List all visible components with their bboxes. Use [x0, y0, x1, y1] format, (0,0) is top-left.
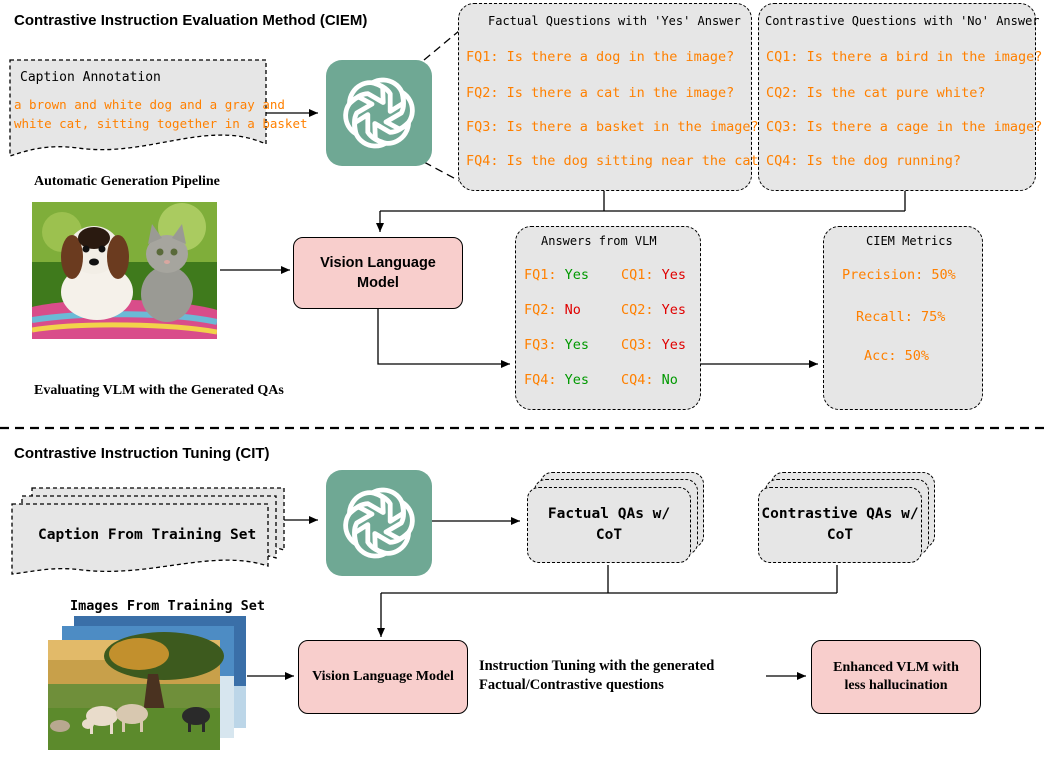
answer-row-3: FQ3: Yes: [524, 337, 590, 353]
caption-annotation-text-line1: a brown and white dog and a gray and: [14, 97, 285, 112]
cit-vlm-label: Vision Language Model: [312, 669, 454, 684]
answers-header: Answers from VLM: [541, 234, 657, 248]
openai-logo-icon: [326, 470, 432, 576]
answer-row-4-contrastive: CQ4: No: [621, 372, 678, 388]
metric-acc: Acc: 50%: [864, 348, 930, 364]
contrastive-questions-box: [758, 3, 1036, 191]
answer-row-1-contrastive: CQ1: Yes: [621, 267, 687, 283]
evaluating-vlm-label: Evaluating VLM with the Generated QAs: [34, 383, 284, 398]
openai-logo-icon: [326, 60, 432, 166]
answer-row-4: FQ4: Yes: [524, 372, 590, 388]
instruction-tuning-line2: Factual/Contrastive questions: [479, 677, 664, 693]
contrastive-qas-box: Contrastive QAs w/ CoT: [758, 487, 922, 563]
contrastive-questions-header: Contrastive Questions with 'No' Answer: [765, 14, 1040, 28]
caption-annotation-shape: [9, 59, 267, 157]
instruction-tuning-label: Instruction Tuning with the generated Fa…: [479, 657, 714, 695]
answer-row-3-contrastive: CQ3: Yes: [621, 337, 687, 353]
training-caption-stack: [11, 487, 285, 575]
ciem-vlm-box: Vision Language Model: [293, 237, 463, 309]
factual-questions-box: [458, 3, 752, 191]
answer-row-2-contrastive: CQ2: Yes: [621, 302, 687, 318]
dog-cat-photo: [32, 202, 217, 339]
factual-question-4: FQ4: Is the dog sitting near the cat?: [466, 153, 767, 169]
ciem-section-title: Contrastive Instruction Evaluation Metho…: [14, 12, 368, 29]
caption-annotation-text-line2: white cat, sitting together in a basket: [14, 116, 308, 131]
metric-recall: Recall: 75%: [856, 309, 946, 325]
cows-tree-photo: [48, 616, 246, 750]
factual-qas-box: Factual QAs w/ CoT: [527, 487, 691, 563]
contrastive-question-1: CQ1: Is there a bird in the image?: [766, 49, 1043, 65]
contrastive-question-2: CQ2: Is the cat pure white?: [766, 85, 986, 101]
training-caption-label: Caption From Training Set: [38, 527, 257, 543]
instruction-tuning-line1: Instruction Tuning with the generated: [479, 658, 715, 674]
factual-qas-label: Factual QAs w/ CoT: [547, 506, 671, 543]
caption-annotation-label: Caption Annotation: [20, 70, 161, 85]
metric-precision: Precision: 50%: [842, 267, 956, 283]
factual-questions-header: Factual Questions with 'Yes' Answer: [488, 14, 741, 28]
answer-row-1: FQ1: Yes: [524, 267, 590, 283]
automatic-generation-pipeline-label: Automatic Generation Pipeline: [34, 174, 220, 189]
contrastive-question-4: CQ4: Is the dog running?: [766, 153, 962, 169]
cit-vlm-box: Vision Language Model: [298, 640, 468, 714]
enhanced-vlm-label: Enhanced VLM with less hallucination: [833, 660, 959, 693]
training-images-label: Images From Training Set: [70, 598, 266, 614]
answers-box: [515, 226, 701, 410]
ciem-vlm-label: Vision Language Model: [320, 255, 436, 291]
answer-row-2: FQ2: No: [524, 302, 581, 318]
factual-question-2: FQ2: Is there a cat in the image?: [466, 85, 735, 101]
cit-section-title: Contrastive Instruction Tuning (CIT): [14, 445, 270, 462]
ciem-metrics-header: CIEM Metrics: [866, 234, 953, 248]
contrastive-question-3: CQ3: Is there a cage in the image?: [766, 119, 1043, 135]
factual-question-1: FQ1: Is there a dog in the image?: [466, 49, 735, 65]
ciem-metrics-box: [823, 226, 983, 410]
contrastive-qas-label: Contrastive QAs w/ CoT: [761, 506, 919, 543]
factual-question-3: FQ3: Is there a basket in the image?: [466, 119, 759, 135]
enhanced-vlm-box: Enhanced VLM with less hallucination: [811, 640, 981, 714]
